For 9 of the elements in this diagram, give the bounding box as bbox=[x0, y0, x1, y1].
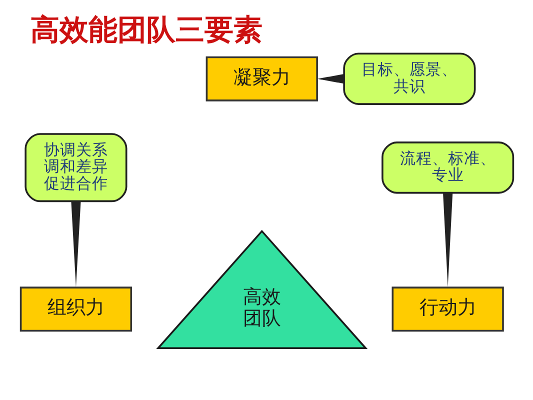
node-box: 组织力 bbox=[19, 286, 132, 332]
diagram-title: 高效能团队三要素 bbox=[30, 14, 262, 47]
connector bbox=[316, 74, 344, 84]
node-box: 行动力 bbox=[391, 286, 504, 332]
connector bbox=[442, 193, 452, 288]
node-box: 流程、标准、专业 bbox=[381, 142, 514, 194]
node-box: 凝聚力 bbox=[205, 56, 318, 102]
node-box: 目标、愿景、共识 bbox=[342, 52, 476, 105]
node-box: 协调关系调和差异促进合作 bbox=[24, 133, 127, 202]
